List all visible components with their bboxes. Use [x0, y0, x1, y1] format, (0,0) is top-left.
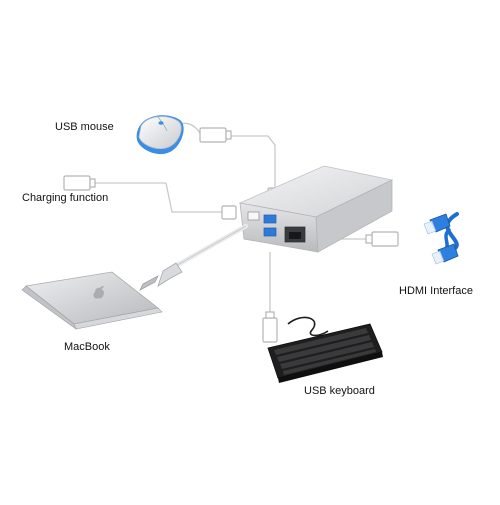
usb-plug-icons — [63, 127, 399, 343]
label-charging-function: Charging function — [22, 192, 109, 204]
usb-c-hub-icon — [238, 165, 394, 253]
keyboard-cable — [287, 316, 329, 337]
label-hdmi-interface: HDMI Interface — [399, 285, 473, 297]
ethernet-cable-icon — [423, 212, 459, 265]
label-usb-mouse: USB mouse — [55, 121, 114, 133]
label-usb-keyboard: USB keyboard — [304, 385, 375, 397]
hub-usb-port-3 — [263, 227, 277, 237]
usb-mouse-icon — [136, 115, 184, 155]
usb-plug-icon-charging — [63, 175, 96, 191]
usb-plug-icon-keyboard — [262, 311, 278, 343]
line-mouse — [230, 135, 276, 188]
usb-c-cable — [139, 223, 249, 291]
line-charging — [94, 182, 228, 213]
usb-plug-icon-mouse — [199, 127, 232, 143]
hub-usb-port-2 — [263, 214, 277, 224]
hub-usb-port-1 — [247, 211, 260, 221]
usb-plug-icon-hdmi — [365, 231, 399, 247]
label-macbook: MacBook — [64, 341, 110, 353]
keyboard-icon — [267, 323, 383, 383]
usb-plug-icon-hub-left — [221, 205, 237, 220]
laptop-icon — [21, 271, 163, 330]
